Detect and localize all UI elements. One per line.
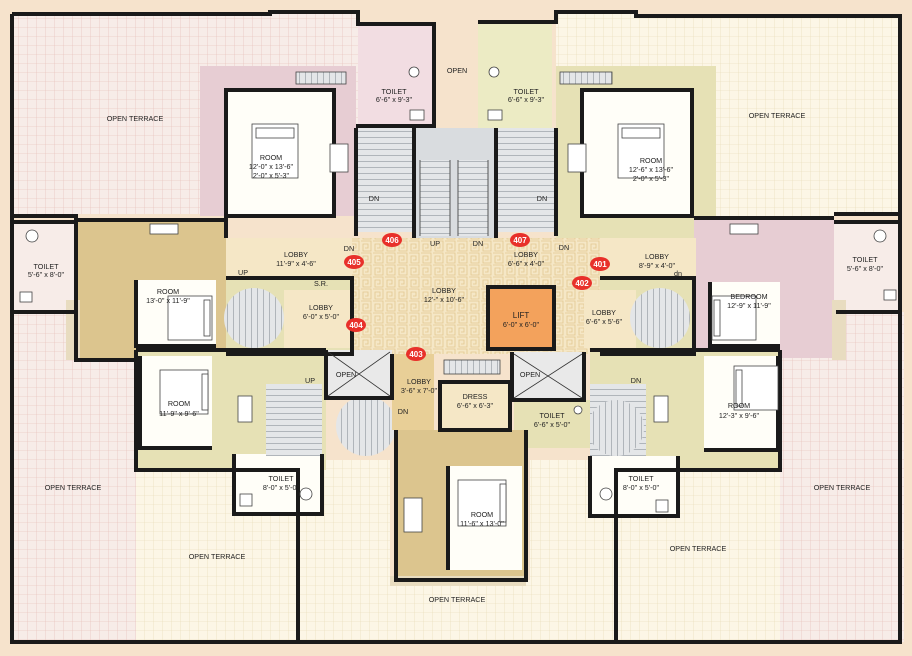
stair-dn-4: DN bbox=[344, 244, 354, 253]
lobby-main-dims: 12'-" x 10'-6" bbox=[424, 295, 465, 304]
stair-up-2: UP bbox=[238, 268, 248, 277]
lift-name: LIFT bbox=[513, 311, 530, 320]
lobby-4-dims: 6'-0" x 5'-0" bbox=[303, 312, 340, 321]
dress-name: DRESS bbox=[463, 392, 488, 401]
stair-dn-7: DN bbox=[398, 407, 408, 416]
walls bbox=[10, 10, 902, 644]
svg-text:402: 402 bbox=[575, 279, 589, 288]
toilet-n1-name: TOILET bbox=[381, 87, 407, 96]
open-top-label: OPEN bbox=[447, 66, 467, 75]
toilet-e-name: TOILET bbox=[852, 255, 878, 264]
room-ne-dim2: 2'-0" x 5'-3" bbox=[633, 174, 670, 183]
lobby-main-name: LOBBY bbox=[432, 286, 456, 295]
open-shaft-marks bbox=[327, 160, 583, 399]
stair-dn-3: DN bbox=[537, 194, 547, 203]
room-e-name: BEDROOM bbox=[730, 292, 767, 301]
toilet-sw-name: TOILET bbox=[268, 474, 294, 483]
room-s-dim1: 11'-6" x 13'-0" bbox=[460, 519, 504, 528]
stair-up-1: UP bbox=[430, 239, 440, 248]
lobby-5-dims: 6'-6" x 5'-6" bbox=[586, 317, 623, 326]
open-shaft-1: OPEN bbox=[336, 370, 356, 379]
toilet-c-dims: 6'-6" x 5'-0" bbox=[534, 420, 571, 429]
room-se-dim1: 12'-3" x 9'-6" bbox=[719, 411, 760, 420]
toilet-se-name: TOILET bbox=[628, 474, 654, 483]
stair-dn-6: dn bbox=[674, 269, 682, 278]
room-ne-dim1: 12'-6" x 13'-6" bbox=[629, 165, 674, 174]
toilet-w-dims: 5'-6" x 8'-0" bbox=[28, 270, 65, 279]
svg-text:401: 401 bbox=[593, 260, 607, 269]
terrace-e-label: OPEN TERRACE bbox=[814, 483, 871, 492]
stair-dn-5: DN bbox=[559, 243, 569, 252]
unit-badges: 406 407 405 401 402 404 403 bbox=[344, 233, 610, 361]
stair-dn-2: DN bbox=[473, 239, 483, 248]
room-sw-dim1: 11'-9" x 9'-6" bbox=[159, 409, 199, 418]
lobby-4-name: LOBBY bbox=[309, 303, 333, 312]
terrace-s-label: OPEN TERRACE bbox=[429, 595, 486, 604]
unit-badge-406: 406 bbox=[382, 233, 402, 247]
terrace-nw-label: OPEN TERRACE bbox=[107, 114, 164, 123]
room-ne-name: ROOM bbox=[640, 156, 662, 165]
room-w-name: ROOM bbox=[157, 287, 179, 296]
room-e-dim1: 12'-9" x 11'-9" bbox=[727, 301, 771, 310]
unit-badge-407: 407 bbox=[510, 233, 530, 247]
stair-up-3: UP bbox=[305, 376, 315, 385]
lobby-2-dims: 6'-6" x 4'-0" bbox=[508, 259, 545, 268]
terrace-sw-label: OPEN TERRACE bbox=[189, 552, 246, 561]
lift-dims: 6'-0" x 6'-0" bbox=[503, 320, 540, 329]
terrace-se-label: OPEN TERRACE bbox=[670, 544, 727, 553]
room-nw-name: ROOM bbox=[260, 153, 282, 162]
labels: OPEN TERRACE OPEN TERRACE OPEN TERRACE O… bbox=[28, 66, 884, 604]
lobby-6-name: LOBBY bbox=[407, 377, 431, 386]
stair-dn-8: DN bbox=[631, 376, 641, 385]
stair-dn-1: DN bbox=[369, 194, 379, 203]
unit-badge-405: 405 bbox=[344, 255, 364, 269]
room-s-name: ROOM bbox=[471, 510, 493, 519]
sr-label: S.R. bbox=[314, 279, 328, 288]
unit-badge-404: 404 bbox=[346, 318, 366, 332]
toilet-sw-dims: 8'-0" x 5'-0" bbox=[263, 483, 300, 492]
unit-badge-402: 402 bbox=[572, 276, 592, 290]
toilet-n2-dims: 6'-6" x 9'-3" bbox=[508, 95, 545, 104]
room-w-dim1: 13'-0" x 11'-9" bbox=[146, 296, 190, 305]
room-nw-dim2: 2'-0" x 5'-3" bbox=[253, 171, 290, 180]
unit-badge-403: 403 bbox=[406, 347, 426, 361]
toilet-w-name: TOILET bbox=[33, 262, 59, 271]
lobby-1-name: LOBBY bbox=[284, 250, 308, 259]
svg-text:405: 405 bbox=[347, 258, 361, 267]
room-nw-dim1: 12'-0" x 13'-6" bbox=[249, 162, 294, 171]
svg-text:406: 406 bbox=[385, 236, 399, 245]
room-sw-name: ROOM bbox=[168, 399, 190, 408]
terrace-w-label: OPEN TERRACE bbox=[45, 483, 102, 492]
toilet-c-name: TOILET bbox=[539, 411, 565, 420]
dress-dims: 6'-6" x 6'-3" bbox=[457, 401, 494, 410]
svg-text:407: 407 bbox=[513, 236, 527, 245]
svg-text:404: 404 bbox=[349, 321, 363, 330]
toilet-n1-dims: 6'-6" x 9'-3" bbox=[376, 95, 413, 104]
lobby-6-dims: 3'-6" x 7'-0" bbox=[401, 386, 438, 395]
room-se-name: ROOM bbox=[728, 401, 750, 410]
toilet-e-dims: 5'-6" x 8'-0" bbox=[847, 264, 884, 273]
toilet-n2-name: TOILET bbox=[513, 87, 539, 96]
svg-text:403: 403 bbox=[409, 350, 423, 359]
lobby-3-name: LOBBY bbox=[645, 252, 669, 261]
lobby-1-dims: 11'-9" x 4'-6" bbox=[276, 259, 316, 268]
toilet-se-dims: 8'-0" x 5'-0" bbox=[623, 483, 660, 492]
lobby-3-dims: 8'-9" x 4'-0" bbox=[639, 261, 676, 270]
furniture bbox=[19, 66, 897, 533]
lobby-2-name: LOBBY bbox=[514, 250, 538, 259]
open-shaft-2: OPEN bbox=[520, 370, 540, 379]
unit-badge-401: 401 bbox=[590, 257, 610, 271]
terrace-ne-label: OPEN TERRACE bbox=[749, 111, 806, 120]
lobby-5-name: LOBBY bbox=[592, 308, 616, 317]
